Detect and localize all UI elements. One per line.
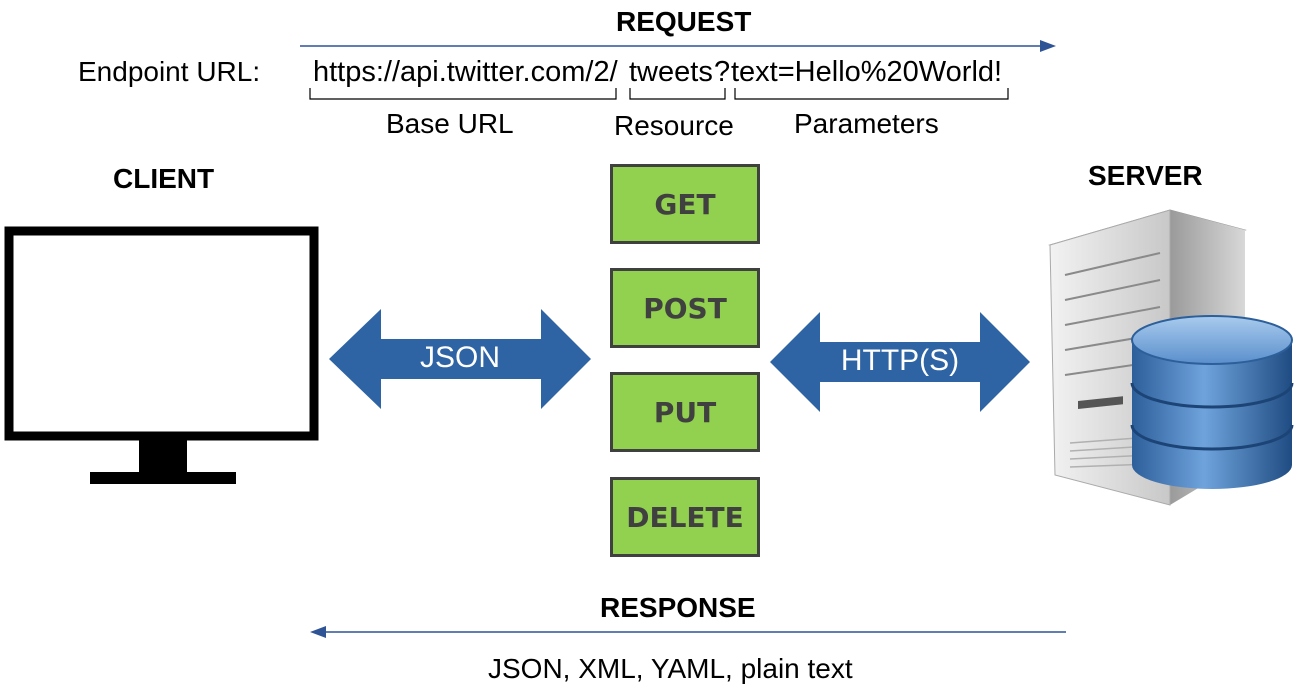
monitor-icon xyxy=(4,226,319,484)
https-double-arrow xyxy=(770,312,1030,412)
database-cylinder xyxy=(1130,315,1294,489)
response-formats: JSON, XML, YAML, plain text xyxy=(488,653,853,684)
method-get: GET xyxy=(610,164,760,244)
url-separator: ? xyxy=(714,56,731,88)
request-title: REQUEST xyxy=(616,6,752,37)
url-base: https://api.twitter.com/2/ xyxy=(313,56,618,88)
client-title: CLIENT xyxy=(113,163,215,194)
request-arrow xyxy=(300,40,1056,52)
endpoint-label: Endpoint URL: xyxy=(78,56,261,87)
resource-caption: Resource xyxy=(614,110,734,141)
method-delete: DELETE xyxy=(610,477,760,557)
method-post: POST xyxy=(610,268,760,348)
method-put: PUT xyxy=(610,372,760,452)
parameters-caption: Parameters xyxy=(794,108,939,139)
json-double-arrow xyxy=(329,309,591,409)
https-arrow-label: HTTP(S) xyxy=(840,344,960,377)
server-title: SERVER xyxy=(1088,160,1203,191)
base-url-caption: Base URL xyxy=(386,108,514,139)
url-parameters: text=Hello%20World! xyxy=(731,56,1003,88)
server-database-icon xyxy=(1048,209,1294,506)
response-arrow xyxy=(310,626,1066,638)
response-title: RESPONSE xyxy=(600,592,756,623)
json-arrow-label: JSON xyxy=(419,341,500,374)
url-resource: tweets xyxy=(629,56,713,88)
